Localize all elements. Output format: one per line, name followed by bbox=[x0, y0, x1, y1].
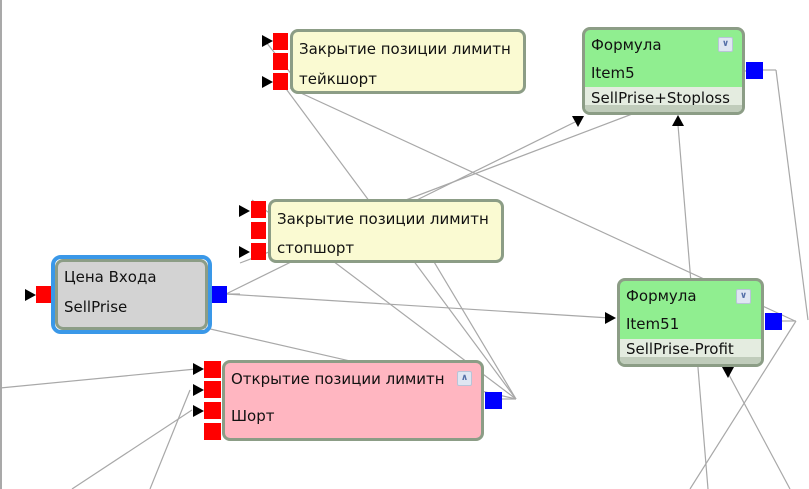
input-arrow-icon bbox=[672, 115, 684, 126]
node-body[interactable]: Цена Входа SellPrise bbox=[55, 259, 208, 330]
input-port[interactable] bbox=[273, 53, 288, 70]
node-body[interactable]: Закрытие позиции лимитн тейкшорт bbox=[290, 29, 526, 94]
input-port[interactable] bbox=[251, 201, 266, 218]
node-title: Цена Входа bbox=[64, 268, 157, 286]
input-port[interactable] bbox=[251, 243, 266, 260]
collapse-chevrons-down-icon[interactable]: ∨ bbox=[736, 289, 751, 304]
canvas-left-border bbox=[0, 0, 2, 489]
input-arrow-icon bbox=[722, 367, 734, 378]
node-body[interactable]: Формула ∨ Item5 SellPrise+Stoploss bbox=[582, 27, 745, 115]
output-port[interactable] bbox=[212, 286, 227, 303]
input-port[interactable] bbox=[204, 402, 221, 419]
input-arrow-icon bbox=[239, 205, 250, 217]
node-value: Item51 bbox=[626, 315, 680, 333]
input-port[interactable] bbox=[36, 286, 51, 303]
input-port[interactable] bbox=[273, 33, 288, 50]
node-expression: SellPrise-Profit bbox=[626, 340, 734, 358]
output-port[interactable] bbox=[746, 62, 763, 79]
collapse-chevrons-down-icon[interactable]: ∨ bbox=[718, 37, 733, 52]
node-body[interactable]: Формула ∨ Item51 SellPrise-Profit bbox=[617, 278, 764, 367]
link bbox=[689, 320, 797, 489]
node-expression-area: SellPrise-Profit bbox=[620, 339, 761, 364]
output-port[interactable] bbox=[485, 392, 502, 409]
input-arrow-icon bbox=[262, 35, 273, 47]
node-value: Item5 bbox=[591, 64, 635, 82]
output-port[interactable] bbox=[765, 313, 782, 330]
node-expression: SellPrise+Stoploss bbox=[591, 89, 730, 107]
node-expression-area: SellPrise+Stoploss bbox=[585, 87, 742, 112]
input-arrow-icon bbox=[605, 312, 616, 324]
input-arrow-icon bbox=[193, 405, 204, 417]
input-arrow-icon bbox=[239, 246, 250, 258]
link bbox=[727, 372, 791, 489]
node-title: Закрытие позиции лимитн bbox=[277, 210, 489, 228]
node-value: SellPrise bbox=[64, 298, 128, 316]
input-arrow-icon bbox=[193, 384, 204, 396]
input-port[interactable] bbox=[251, 222, 266, 239]
node-footer bbox=[585, 105, 742, 112]
expand-chevrons-up-icon[interactable]: ∧ bbox=[457, 371, 472, 386]
node-value: стопшорт bbox=[277, 239, 355, 257]
input-arrow-icon bbox=[25, 289, 36, 301]
node-footer bbox=[620, 357, 761, 364]
node-title: Открытие позиции лимитн bbox=[231, 370, 445, 388]
link bbox=[775, 69, 809, 321]
input-port[interactable] bbox=[204, 361, 221, 378]
node-title: Формула bbox=[626, 287, 697, 305]
selection-outline bbox=[51, 255, 212, 334]
link bbox=[71, 409, 193, 489]
node-title: Закрытие позиции лимитн bbox=[299, 40, 511, 58]
node-value: Шорт bbox=[231, 407, 275, 425]
input-port[interactable] bbox=[204, 423, 221, 440]
input-arrow-icon bbox=[193, 363, 204, 375]
link bbox=[149, 389, 191, 489]
node-body[interactable]: Открытие позиции лимитн ∧ Шорт bbox=[222, 360, 484, 441]
node-title: Формула bbox=[591, 36, 662, 54]
link bbox=[225, 293, 611, 319]
input-port[interactable] bbox=[204, 381, 221, 398]
node-body[interactable]: Закрытие позиции лимитн стопшорт bbox=[268, 199, 504, 263]
input-arrow-icon bbox=[572, 116, 584, 127]
node-value: тейкшорт bbox=[299, 70, 377, 88]
input-port[interactable] bbox=[273, 73, 288, 90]
input-arrow-icon bbox=[262, 76, 273, 88]
link bbox=[0, 368, 197, 389]
